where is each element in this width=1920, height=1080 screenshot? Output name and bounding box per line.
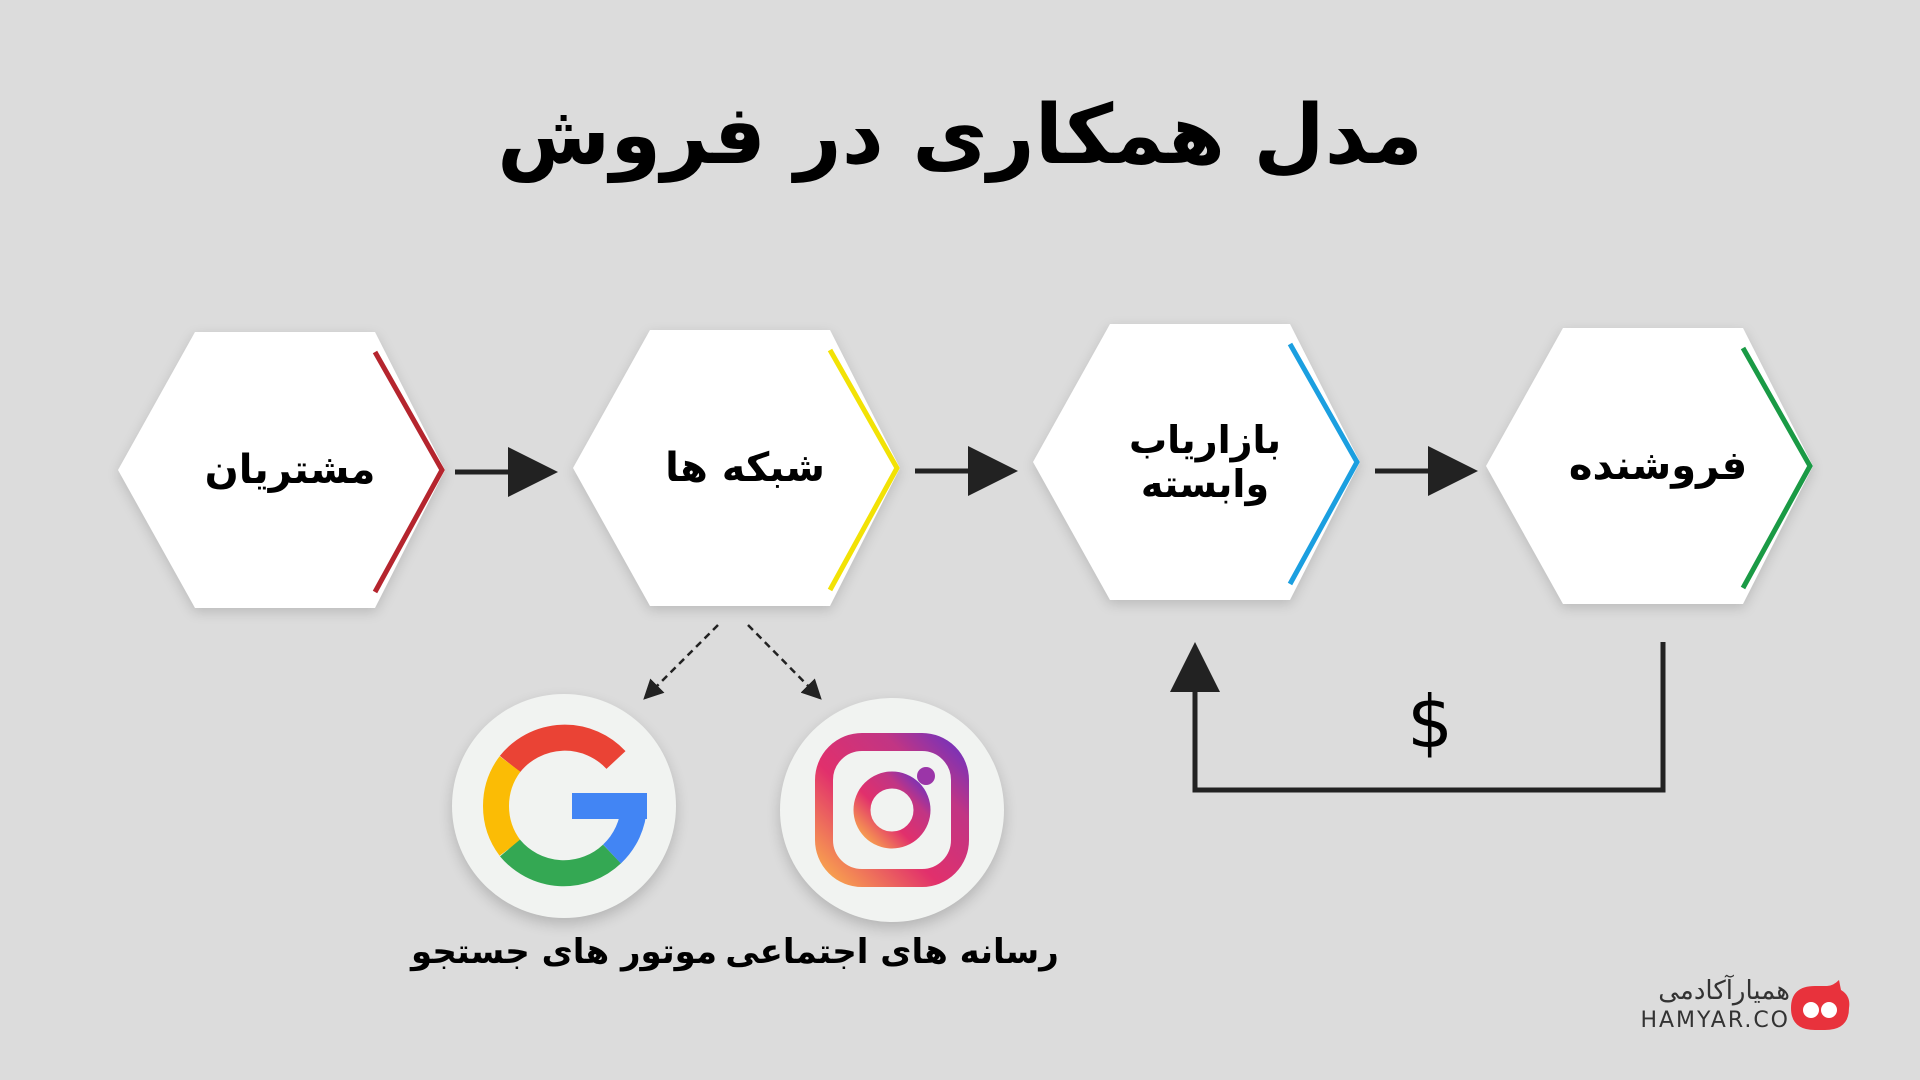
node-networks: شبکه ها [565, 318, 945, 618]
node-customers: مشتریان [110, 320, 490, 620]
brand-name-en: HAMYAR.CO [1640, 1008, 1790, 1033]
node-label: مشتریان [204, 447, 376, 493]
node-label: بازاریاب وابسته [1128, 418, 1282, 506]
node-seller: فروشنده [1478, 316, 1858, 616]
dashed-arrow-instagram [747, 624, 822, 700]
diagram-title: مدل همکاری در فروش [497, 88, 1424, 183]
node-affiliate: بازاریاب وابسته [1025, 312, 1405, 612]
payment-label: $ [1407, 680, 1453, 764]
node-label: فروشنده [1568, 443, 1748, 489]
channel-instagram [780, 698, 1004, 922]
channel-caption: موتور های جستجو [411, 932, 717, 972]
instagram-icon [815, 733, 969, 887]
node-label: شبکه ها [665, 445, 825, 491]
channel-caption: رسانه های اجتماعی [725, 932, 1059, 972]
channel-google [452, 694, 676, 918]
brand-name-fa: همیارآکادمی [1658, 976, 1790, 1006]
brand-logo-icon [1791, 980, 1850, 1030]
google-icon [483, 724, 647, 887]
dashed-arrow-google [643, 624, 719, 700]
